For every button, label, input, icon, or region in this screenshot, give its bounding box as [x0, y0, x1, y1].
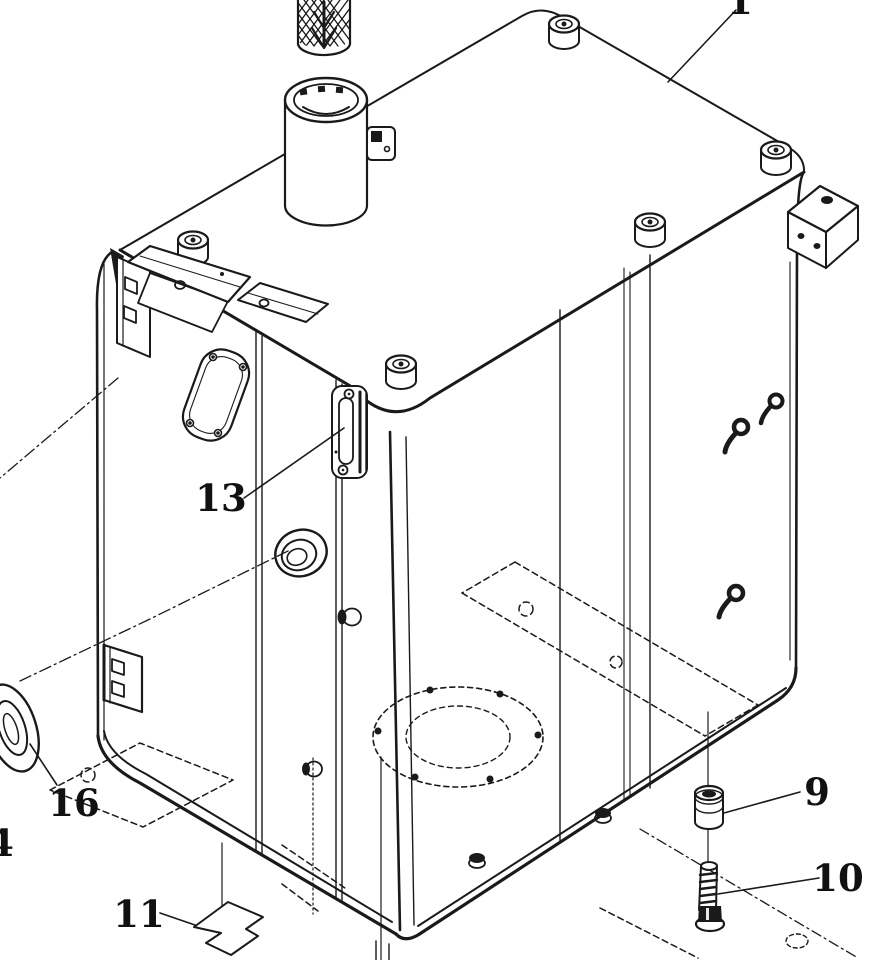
tank-front-right-wall: [390, 172, 804, 941]
leader-11: [159, 912, 196, 926]
hidden-drain-flange: [372, 686, 544, 788]
centerlines: [0, 377, 859, 960]
leader-lines: [29, 9, 820, 926]
tank-front-left-wall: [96, 250, 401, 936]
leader-13: [243, 427, 345, 499]
grommet-ring: [0, 683, 40, 773]
mount-pad: [759, 140, 793, 176]
sight-gauge: [331, 385, 368, 479]
small-plugs: [302, 607, 612, 869]
neck-side-tab: [366, 126, 396, 161]
leader-16: [29, 743, 58, 786]
top-right-bracket: [786, 184, 860, 269]
spacer-bushing: [693, 784, 725, 830]
callout-9: 9: [804, 770, 830, 814]
mounting-bolt: [694, 861, 726, 933]
callout-16: 16: [48, 781, 100, 825]
callout-13: 13: [195, 476, 247, 520]
callout-1: 1: [727, 0, 753, 23]
mount-pad: [547, 14, 581, 50]
front-left-bracket-assembly: [110, 244, 329, 358]
mount-pad: [384, 354, 418, 390]
hidden-bottom-plate: [49, 742, 699, 959]
j-hooks: [716, 392, 785, 620]
leader-9: [723, 791, 801, 814]
cover-plate: [181, 348, 251, 442]
callout-10: 10: [812, 856, 864, 900]
mount-pads: [176, 14, 793, 390]
side-plate-two-holes: [102, 643, 144, 714]
leader-10: [717, 877, 820, 895]
hidden-baffle-plate: [461, 561, 759, 737]
strainer-mesh-tube: [296, 0, 352, 57]
filler-neck: [283, 76, 396, 227]
callout-4: 4: [0, 821, 14, 865]
tank-outline: [95, 170, 806, 941]
mount-pad: [633, 212, 667, 248]
leader-1: [667, 9, 737, 83]
bottom-clip: [193, 901, 264, 956]
callout-11: 11: [113, 892, 165, 936]
port-boss: [274, 528, 328, 578]
